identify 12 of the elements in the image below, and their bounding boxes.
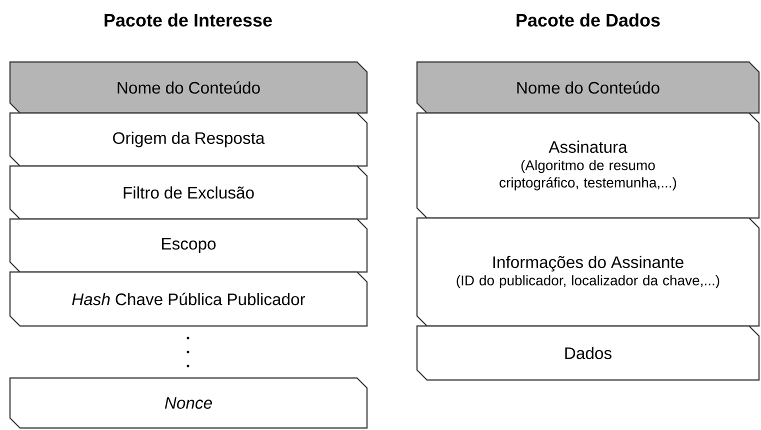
field-box: Nome do Conteúdo — [416, 61, 760, 114]
column-title: Pacote de Interesse — [104, 13, 272, 27]
field-box: Nonce — [9, 377, 368, 429]
field-box: Dados — [416, 325, 760, 381]
field-box: Informações do Assinante (ID do publicador, localizador da chave,...) — [416, 217, 760, 327]
field-box: Nome do Conteúdo — [9, 61, 368, 114]
field-box: Origem da Resposta — [9, 112, 368, 167]
field-box: Assinatura (Algoritmo de resumo criptográfico, testemunha,...) — [416, 112, 760, 219]
field-box: Escopo — [9, 218, 368, 273]
field-box: Hash Chave Pública Publicador — [9, 271, 368, 327]
field-box: Filtro de Exclusão — [9, 165, 368, 220]
column-title: Pacote de Dados — [516, 13, 660, 27]
